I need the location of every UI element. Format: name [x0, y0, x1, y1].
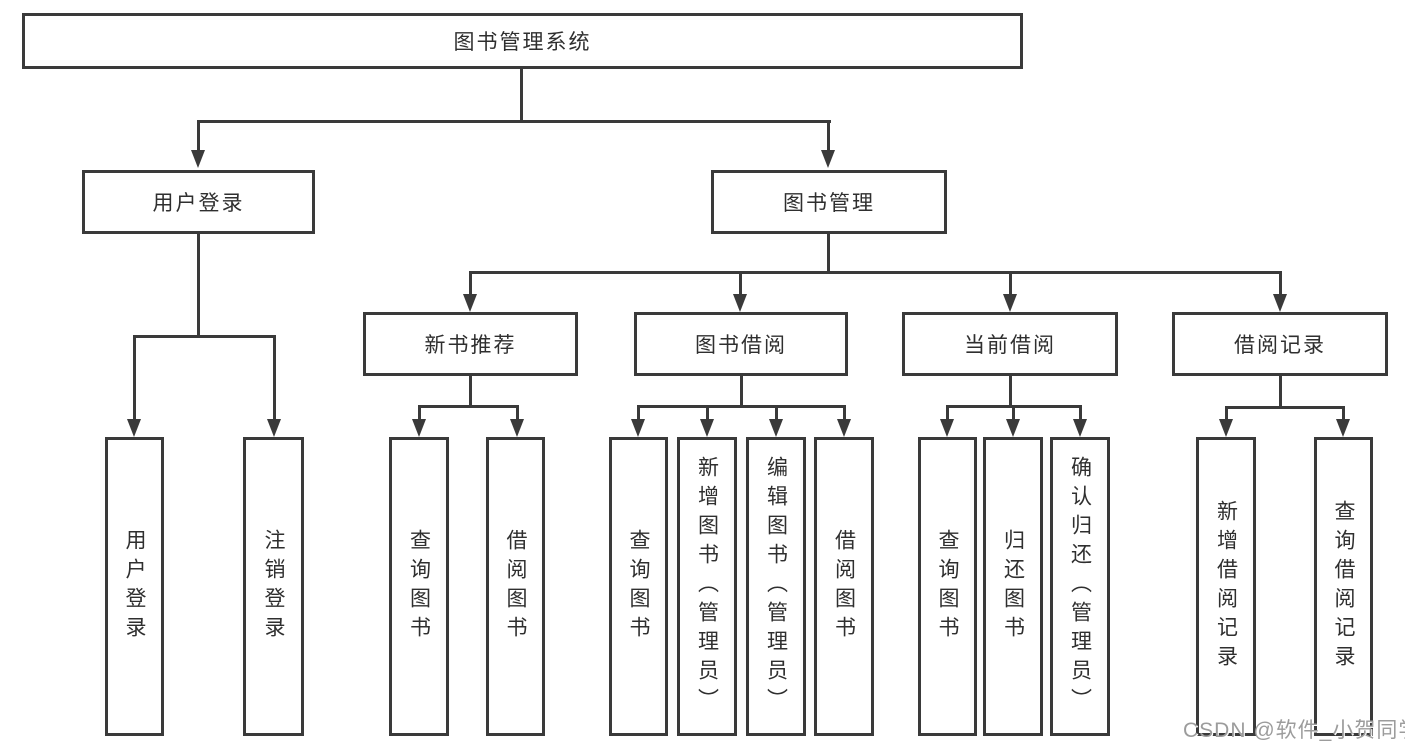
- leaf-label: 新增借阅记录: [1214, 499, 1238, 674]
- leaf-label: 确认归还（管理员）: [1068, 456, 1092, 717]
- connector-book-management-stem: [827, 234, 830, 274]
- connector-leaf: [843, 405, 846, 419]
- connector-to-new-book: [469, 271, 472, 296]
- node-borrow-records: 借阅记录: [1172, 312, 1388, 376]
- connector-new-book-stem: [469, 376, 472, 407]
- leaf-borrow-books: 借阅图书: [814, 437, 874, 736]
- arrowhead-new-book: [463, 294, 477, 312]
- connector-leaf: [516, 405, 519, 419]
- leaf-borrow-books: 借阅图书: [486, 437, 545, 736]
- arrowhead-leaf: [510, 419, 524, 437]
- arrowhead-leaf: [1073, 419, 1087, 437]
- leaf-label: 注销登录: [262, 528, 286, 645]
- leaf-return-books: 归还图书: [983, 437, 1043, 736]
- leaf-label: 查询图书: [936, 528, 960, 645]
- leaf-query-books: 查询图书: [389, 437, 449, 736]
- arrowhead-leaf: [769, 419, 783, 437]
- connector-book-borrow-rail: [637, 405, 846, 408]
- arrowhead-current-borrow: [1003, 294, 1017, 312]
- leaf-add-borrow-record: 新增借阅记录: [1196, 437, 1256, 736]
- leaf-logout: 注销登录: [243, 437, 304, 736]
- node-book-borrow: 图书借阅: [634, 312, 848, 376]
- connector-leaf: [1225, 406, 1228, 419]
- arrowhead-book-management: [821, 150, 835, 168]
- arrowhead-leaf: [1336, 419, 1350, 437]
- leaf-user-login: 用户登录: [105, 437, 164, 736]
- arrowhead-leaf: [940, 419, 954, 437]
- arrowhead-leaf: [412, 419, 426, 437]
- connector-leaf: [1342, 406, 1345, 419]
- connector-borrow-record-stem: [1279, 376, 1282, 408]
- connector-to-leaf-login: [133, 335, 136, 419]
- leaf-add-books-admin: 新增图书（管理员）: [677, 437, 737, 736]
- connector-leaf: [946, 405, 949, 419]
- csdn-watermark: CSDN @软件_小贺同学: [1183, 719, 1405, 742]
- leaf-label: 借阅图书: [504, 528, 528, 645]
- node-new-book-recommend: 新书推荐: [363, 312, 578, 376]
- connector-book-borrow-stem: [740, 376, 743, 407]
- leaf-query-books: 查询图书: [609, 437, 668, 736]
- node-book-management: 图书管理: [711, 170, 947, 234]
- connector-to-current-borrow: [1009, 271, 1012, 296]
- leaf-label: 用户登录: [123, 528, 147, 645]
- node-library-management-system: 图书管理系统: [22, 13, 1023, 69]
- connector-root-stem: [520, 68, 523, 120]
- connector-borrow-record-rail: [1225, 406, 1345, 409]
- connector-level2-rail: [197, 120, 831, 123]
- leaf-label: 归还图书: [1001, 528, 1025, 645]
- leaf-label: 借阅图书: [832, 528, 856, 645]
- leaf-label: 新增图书（管理员）: [695, 456, 719, 717]
- arrowhead-leaf: [1219, 419, 1233, 437]
- arrowhead-leaf: [1006, 419, 1020, 437]
- leaf-label: 查询图书: [627, 528, 651, 645]
- connector-to-leaf-logout: [273, 335, 276, 419]
- arrowhead-leaf: [700, 419, 714, 437]
- leaf-label: 查询借阅记录: [1332, 499, 1356, 674]
- arrowhead-leaf: [631, 419, 645, 437]
- connector-to-user-login: [197, 120, 200, 150]
- connector-new-book-rail: [418, 405, 519, 408]
- leaf-label: 查询图书: [407, 528, 431, 645]
- leaf-edit-books-admin: 编辑图书（管理员）: [746, 437, 806, 736]
- connector-leaf: [1012, 405, 1015, 419]
- connector-leaf: [706, 405, 709, 419]
- connector-to-book-management: [827, 120, 830, 150]
- arrowhead-leaf-logout: [267, 419, 281, 437]
- connector-leaf: [1079, 405, 1082, 419]
- leaf-confirm-return-admin: 确认归还（管理员）: [1050, 437, 1110, 736]
- connector-to-book-borrow: [739, 271, 742, 296]
- leaf-query-books: 查询图书: [918, 437, 977, 736]
- connector-leaf: [775, 405, 778, 419]
- connector-user-login-stem: [197, 234, 200, 337]
- connector-to-borrow-record: [1279, 271, 1282, 296]
- node-user-login: 用户登录: [82, 170, 315, 234]
- arrowhead-borrow-record: [1273, 294, 1287, 312]
- connector-user-login-rail: [133, 335, 276, 338]
- leaf-query-borrow-record: 查询借阅记录: [1314, 437, 1373, 736]
- arrowhead-user-login: [191, 150, 205, 168]
- connector-current-borrow-stem: [1009, 376, 1012, 407]
- leaf-label: 编辑图书（管理员）: [764, 456, 788, 717]
- connector-leaf: [418, 405, 421, 419]
- connector-level3-rail: [469, 271, 1282, 274]
- connector-leaf: [637, 405, 640, 419]
- arrowhead-leaf: [837, 419, 851, 437]
- arrowhead-book-borrow: [733, 294, 747, 312]
- node-current-borrow: 当前借阅: [902, 312, 1118, 376]
- arrowhead-leaf-login: [127, 419, 141, 437]
